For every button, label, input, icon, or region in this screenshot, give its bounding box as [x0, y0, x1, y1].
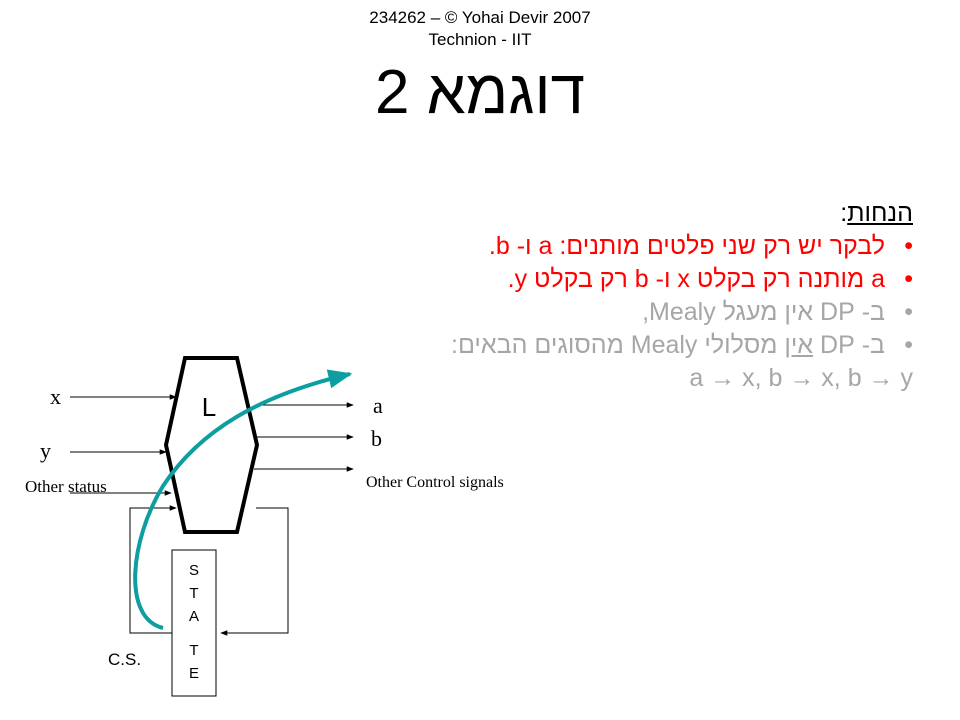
- assumption-item: • לבקר יש רק שני פלטים מותנים: a ו- b.: [293, 230, 913, 263]
- assumptions-list: הנחות: • לבקר יש רק שני פלטים מותנים: a …: [293, 197, 913, 395]
- assumptions-heading: הנחות:: [840, 199, 913, 227]
- header-author: 234262 – © Yohai Devir 2007: [369, 8, 591, 27]
- bullet-dot: •: [904, 298, 913, 326]
- state-letter: S: [189, 562, 199, 579]
- mealy-path-formula: a → x, b → x, b → y: [689, 364, 913, 392]
- input-y-label: y: [40, 438, 51, 463]
- output-a-label: a: [373, 393, 383, 418]
- state-letter: E: [189, 665, 199, 682]
- input-x-label: x: [50, 384, 61, 409]
- next-state-line: [220, 507, 289, 636]
- output-b-label: b: [371, 426, 382, 451]
- state-letter: A: [189, 608, 199, 625]
- logic-block: [163, 356, 260, 534]
- bullet-dot: •: [904, 265, 913, 293]
- assumption-item: • ב- DP אין מסלולי Mealy מהסוגים הבאים:: [293, 329, 913, 362]
- state-letter: T: [189, 642, 198, 659]
- output-other-label: Other Control signals: [366, 474, 504, 491]
- assumption-item: • ב- DP אין מעגל Mealy,: [293, 296, 913, 329]
- header-institution: Technion - IIT: [428, 30, 532, 49]
- state-letter: T: [189, 585, 198, 602]
- input-status-label: Other status: [25, 477, 107, 496]
- cs-label: C.S.: [108, 650, 141, 669]
- assumption-item: • a מותנה רק בקלט x ו- b רק בקלט y.: [293, 263, 913, 296]
- slide-title: דוגמא 2: [375, 58, 585, 127]
- bullet-dot: •: [904, 331, 913, 359]
- logic-block-label: L: [202, 392, 216, 422]
- bullet-dot: •: [904, 232, 913, 260]
- mealy-path-curve: [133, 369, 353, 630]
- state-register: [171, 549, 217, 697]
